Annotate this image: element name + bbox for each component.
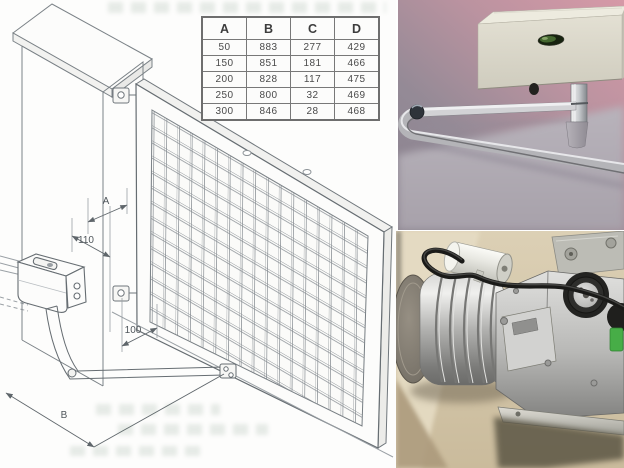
dim-label-b: B xyxy=(61,410,68,421)
col-header: B xyxy=(246,16,291,40)
dimension-lines xyxy=(5,204,225,448)
motor-body xyxy=(396,272,505,386)
dim-line-b2 xyxy=(93,373,225,448)
photo-arm-actuator xyxy=(398,0,624,230)
green-connector xyxy=(609,327,624,352)
arm-shadow xyxy=(421,139,624,190)
under-shadow xyxy=(494,417,624,468)
motor-ribs xyxy=(434,274,498,384)
indicator-led xyxy=(537,34,565,46)
dim-line-110 xyxy=(71,235,111,258)
floor-shadow xyxy=(396,379,448,468)
photo-edge-shadow xyxy=(396,231,401,326)
dim-line-a xyxy=(87,204,128,223)
photo-arm-actuator-image xyxy=(398,0,624,230)
gate-leaf xyxy=(135,78,393,449)
side-knob xyxy=(607,303,624,331)
dimension-labels: A 110 100 B xyxy=(61,196,142,421)
photo-gearmotor-image xyxy=(396,231,624,468)
pillar xyxy=(12,3,153,387)
ground-line xyxy=(111,311,394,458)
gear-housing xyxy=(495,270,624,420)
col-header: A xyxy=(201,16,247,40)
articulated-arm xyxy=(398,101,624,174)
hinge-top xyxy=(112,87,137,104)
shaft-spacer xyxy=(565,121,589,149)
dim-label-a: A xyxy=(103,196,110,207)
photo-gearmotor xyxy=(396,231,624,468)
table-surface xyxy=(398,106,624,230)
dim-line-100 xyxy=(121,327,158,347)
power-cable xyxy=(421,247,624,311)
mounting-rail xyxy=(497,406,624,436)
motor-shadow xyxy=(410,379,514,403)
dim-label-100: 100 xyxy=(125,325,142,336)
table-header-row: A B C D xyxy=(201,16,380,40)
hinge-bottom xyxy=(112,285,137,302)
dim-label-110: 110 xyxy=(78,235,94,246)
gate-mesh xyxy=(150,110,368,426)
operator-box xyxy=(16,253,87,313)
installation-diagram: A 110 100 B xyxy=(0,3,394,458)
arm-shadow-upper xyxy=(417,118,574,130)
dim-line-b1 xyxy=(5,392,95,448)
operator-housing xyxy=(477,5,624,90)
col-header: C xyxy=(290,16,335,40)
release-knob xyxy=(529,83,539,95)
mounting-plate xyxy=(551,231,624,277)
col-header: D xyxy=(334,16,380,40)
